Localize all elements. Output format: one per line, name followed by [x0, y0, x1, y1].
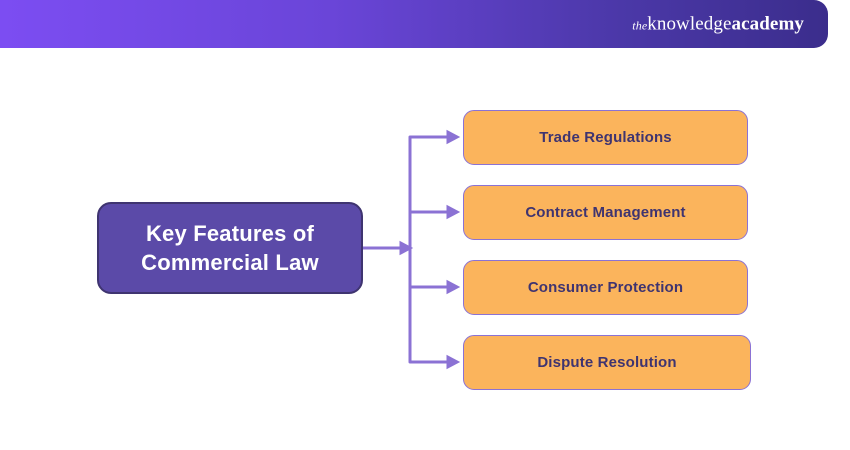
feature-node-trade-regulations[interactable]: Trade Regulations	[463, 110, 748, 165]
brand-logo-knowledge: knowledge	[647, 13, 732, 35]
root-node-label-line2: Commercial Law	[141, 250, 319, 275]
feature-node-consumer-protection[interactable]: Consumer Protection	[463, 260, 748, 315]
feature-node-label: Consumer Protection	[527, 278, 684, 296]
root-node-label-line1: Key Features of	[145, 220, 315, 246]
feature-node-label: Contract Management	[525, 203, 686, 221]
feature-node-label: Trade Regulations	[539, 128, 672, 146]
header-bar: theknowledgeacademy	[0, 0, 828, 48]
brand-logo-prefix: the	[632, 18, 648, 33]
root-node-label: Key Features of Commercial Law	[131, 219, 329, 277]
root-node-key-features[interactable]: Key Features of Commercial Law	[97, 202, 363, 294]
brand-logo-academy: academy	[731, 13, 804, 35]
feature-node-label: Dispute Resolution	[537, 353, 677, 371]
feature-node-contract-management[interactable]: Contract Management	[463, 185, 748, 240]
brand-logo: theknowledgeacademy	[632, 15, 804, 34]
feature-node-dispute-resolution[interactable]: Dispute Resolution	[463, 335, 751, 390]
